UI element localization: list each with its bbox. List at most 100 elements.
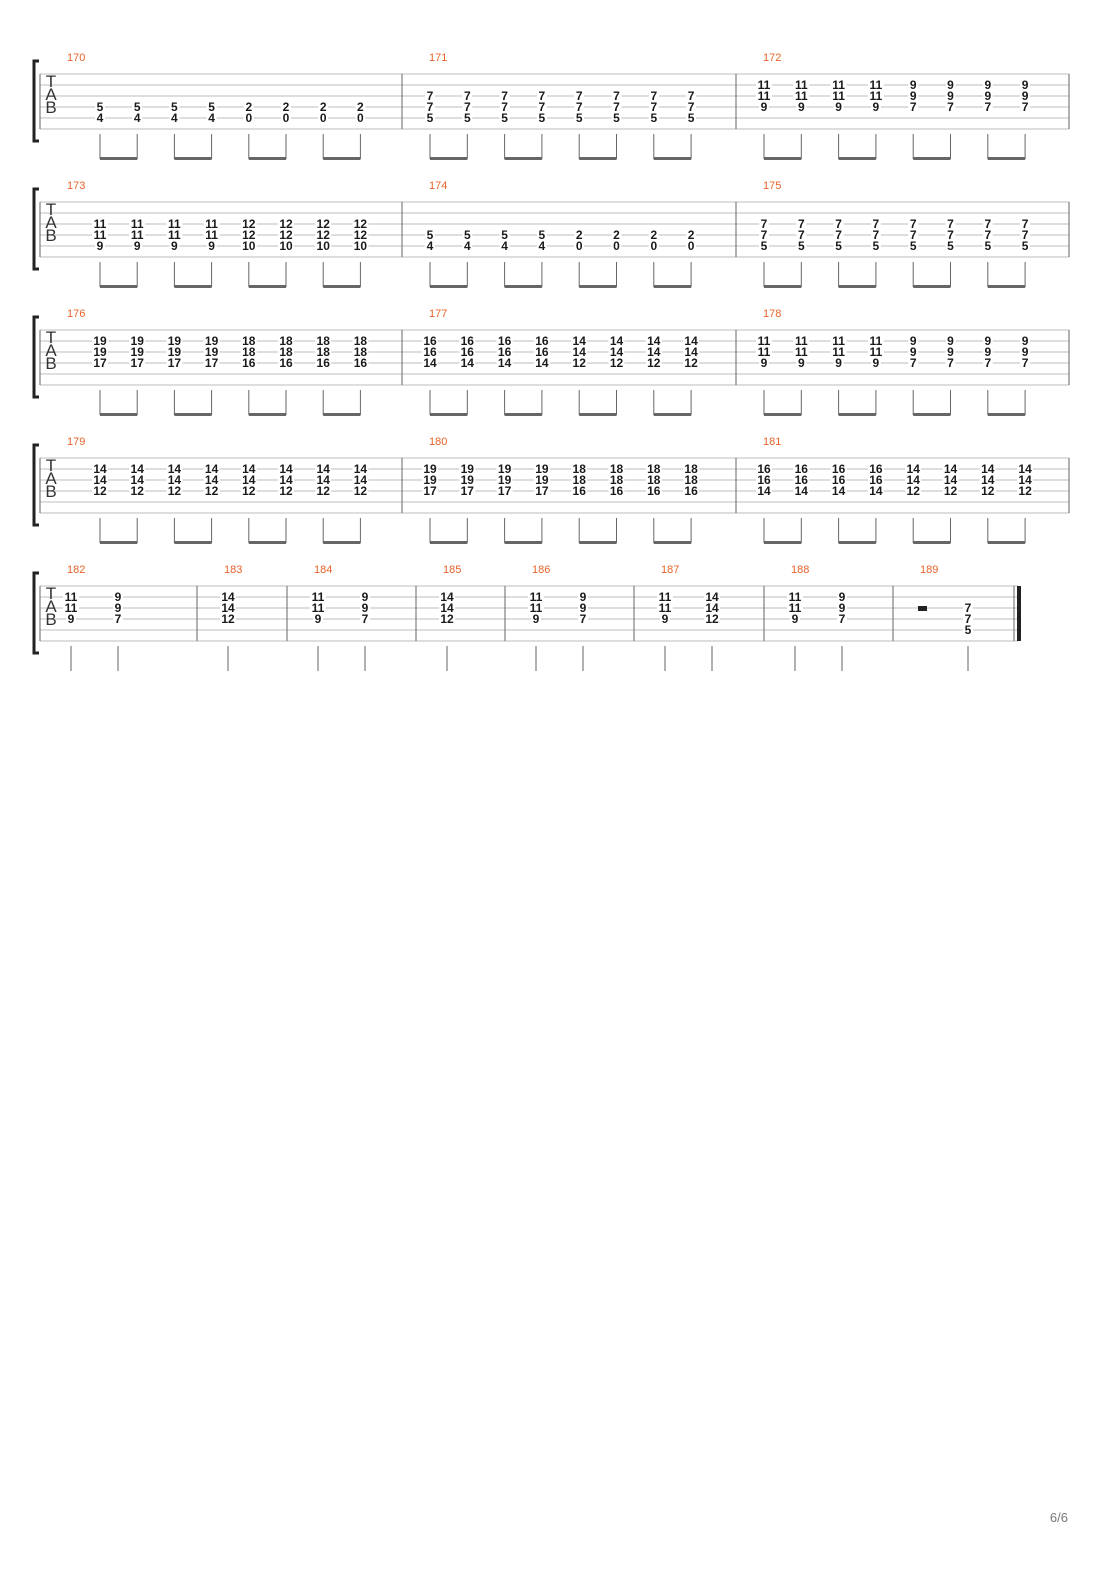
fret-number: 11 [789,601,802,615]
beam [838,413,876,416]
tab-clef-letter: A [45,213,57,232]
fret-bg [686,230,697,240]
fret-bg [203,230,220,240]
fret-bg [1020,219,1031,229]
beam [248,541,286,544]
fret-bg [756,91,772,101]
fret-bg [759,241,769,251]
fret-bg [867,336,884,346]
fret-bg [240,358,257,368]
fret-number: 18 [354,334,368,348]
beam [653,157,692,160]
fret-bg [867,475,884,485]
fret-bg [113,614,123,624]
fret-number: 9 [947,78,954,92]
beam [987,413,1026,416]
fret-bg [315,241,332,251]
fret-bg [608,358,625,368]
fret-number: 14 [461,356,475,370]
fret-bg [611,241,622,251]
fret-number: 12 [279,217,293,231]
fret-bg [945,102,956,112]
fret-bg [796,102,807,112]
fret-bg [645,336,662,346]
fret-number: 9 [835,356,842,370]
fret-bg [129,347,146,357]
fret-number: 11 [65,590,78,604]
fret-number: 17 [423,484,437,498]
fret-number: 16 [757,462,771,476]
fret-bg [574,241,585,251]
fret-number: 12 [354,228,368,242]
beam [100,413,138,416]
fret-bg [203,358,220,368]
fret-number: 14 [168,462,182,476]
fret-bg [92,347,108,357]
fret-number: 5 [613,111,620,125]
fret-number: 16 [869,462,883,476]
fret-number: 9 [984,89,991,103]
beam [174,413,212,416]
fret-bg [462,102,473,112]
fret-bg [574,113,585,123]
fret-bg [833,241,844,251]
fret-number: 12 [242,228,256,242]
beam [579,157,617,160]
fret-bg [318,102,329,112]
fret-bg [793,486,810,496]
fret-number: 7 [835,228,842,242]
fret-bg [982,91,993,101]
fret-number: 9 [97,239,104,253]
fret-bg [439,603,455,613]
measure-number: 173 [67,180,85,192]
fret-number: 17 [93,356,107,370]
beam [323,157,361,160]
fret-number: 7 [539,100,546,114]
measure-number: 188 [791,564,809,576]
fret-number: 7 [910,217,917,231]
fret-number: 14 [684,334,698,348]
fret-bg [206,241,217,251]
fret-bg [278,358,294,368]
fret-bg [169,102,180,112]
fret-number: 14 [279,473,293,487]
fret-number: 5 [965,623,972,637]
fret-bg [756,347,772,357]
fret-number: 19 [498,473,512,487]
fret-bg [645,347,662,357]
fret-number: 16 [461,334,475,348]
fret-bg [352,486,369,496]
fret-number: 7 [613,89,620,103]
beam [913,157,951,160]
measure-number: 174 [429,180,447,192]
fret-number: 12 [279,228,293,242]
fret-number: 11 [659,590,672,604]
fret-bg [536,230,547,240]
fret-number: 0 [688,239,695,253]
fret-number: 9 [984,334,991,348]
fret-bg [648,113,659,123]
fret-bg [240,486,257,496]
beam [653,413,692,416]
fret-bg [608,475,625,485]
beam [504,541,542,544]
fret-number: 7 [873,228,880,242]
fret-bg [113,603,123,613]
fret-number: 0 [576,239,583,253]
fret-bg [315,336,332,346]
fret-bg [278,347,294,357]
fret-bg [683,347,700,357]
fret-bg [908,336,919,346]
fret-bg [908,102,919,112]
fret-bg [867,464,884,474]
fret-bg [704,603,720,613]
fret-bg [315,486,332,496]
fret-bg [645,358,662,368]
fret-number: 14 [535,356,549,370]
fret-number: 11 [168,217,181,231]
measure-number: 184 [314,564,332,576]
fret-bg [278,475,294,485]
fret-bg [315,347,332,357]
fret-bg [533,358,550,368]
fret-number: 2 [357,100,364,114]
